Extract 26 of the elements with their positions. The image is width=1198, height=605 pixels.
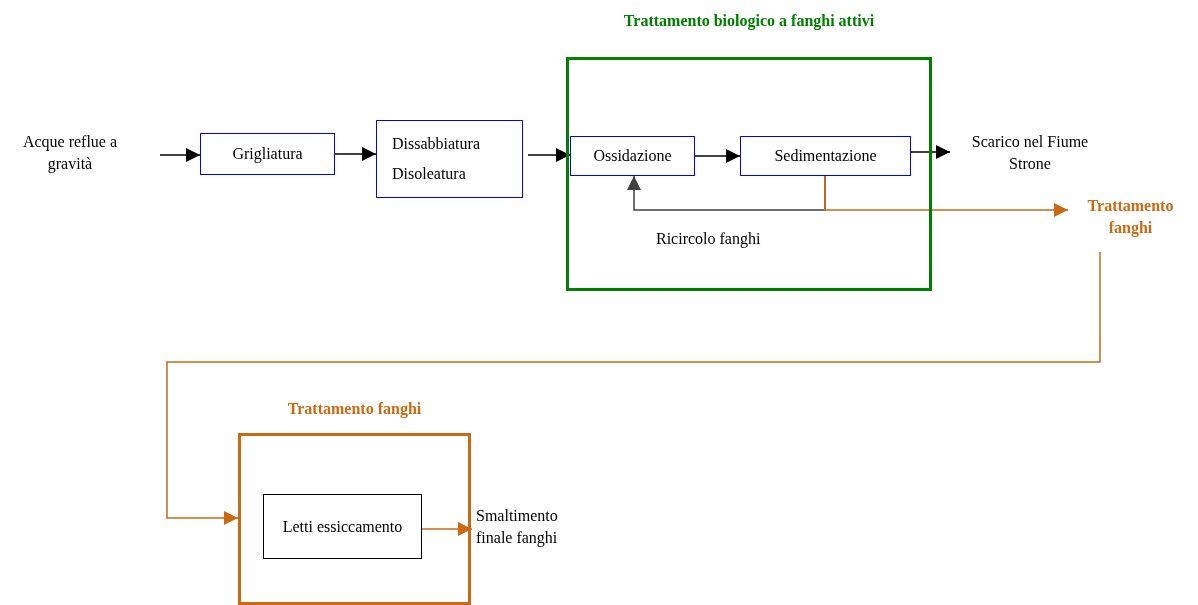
arrow [910,145,951,159]
arrow [527,148,571,162]
process-box [570,136,695,176]
process-box [263,494,422,559]
step-label: Sedimentazione [774,146,877,166]
flow-label: Scarico nel Fiume Strone [950,128,1110,178]
flow-label: Smaltimento finale fanghi [472,502,592,552]
step-label: Grigliatura [232,144,303,164]
flow-label: Trattamento fanghi [1068,192,1193,242]
step-label: Ossidazione [593,146,672,166]
process-box [376,120,523,198]
step-label: Dissabbiatura [392,134,480,154]
arrow [824,175,1069,217]
arrow [166,251,1101,525]
flow-label: Acque reflue a gravità [0,128,150,178]
step-label: Letti essiccamento [282,516,403,537]
step-label: Disoleatura [392,164,466,184]
group-heading: Trattamento fanghi [286,400,423,418]
edge-label: Ricircolo fanghi [656,230,761,248]
process-box [200,133,335,175]
arrow [159,148,201,162]
arrow [334,147,377,161]
process-box [740,136,911,176]
arrow [694,149,741,163]
arrow [421,522,473,536]
group-heading: Trattamento biologico a fanghi attivi [622,12,876,30]
